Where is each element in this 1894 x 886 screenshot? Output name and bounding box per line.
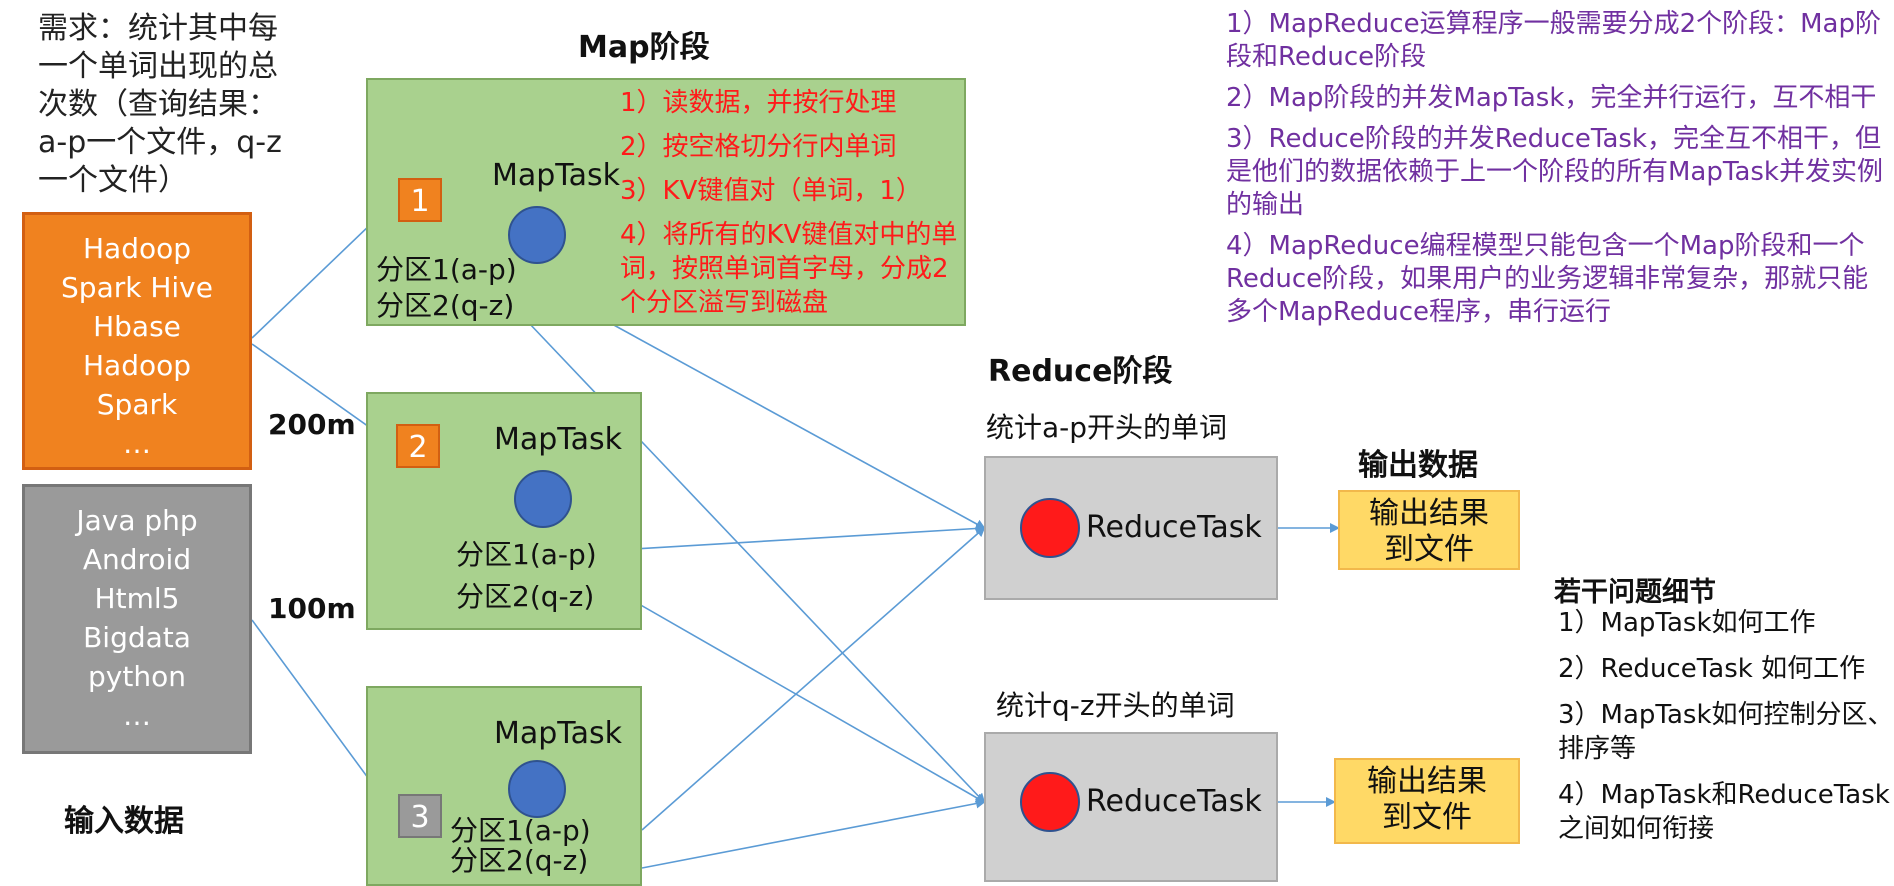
split-size-100m: 100m (268, 592, 356, 625)
requirement-text: 需求：统计其中每 一个单词出现的总 次数（查询结果： a-p一个文件，q-z 一… (38, 11, 282, 198)
reduce-label-2: ReduceTask (1086, 784, 1262, 819)
detail-item-4: 4）MapTask和ReduceTask之间如何衔接 (1558, 780, 1890, 844)
split-badge-2: 2 (396, 424, 440, 468)
note-2: 2）Map阶段的并发MapTask，完全并行运行，互不相干 (1226, 83, 1877, 113)
detail-item-2: 2）ReduceTask 如何工作 (1558, 654, 1866, 684)
notes-list: 1）MapReduce运算程序一般需要分成2个阶段：Map阶段和Reduce阶段… (1226, 8, 1886, 337)
reduce-label-1: ReduceTask (1086, 510, 1262, 545)
details-title: 若干问题细节 (1554, 577, 1716, 608)
split-badge-3: 3 (398, 794, 442, 838)
split-badge-1: 1 (398, 178, 442, 222)
maptask-node-2 (514, 470, 572, 528)
map-task-box-1 (366, 78, 966, 326)
map-step-2: 2）按空格切分行内单词 (620, 132, 897, 162)
detail-item-1: 1）MapTask如何工作 (1558, 608, 1816, 638)
input-block-2: Java php Android Html5 Bigdata python … (22, 484, 252, 754)
input-data-title: 输入数据 (64, 804, 184, 839)
output-file-box-1: 输出结果 到文件 (1338, 490, 1520, 570)
reduce-caption-1: 统计a-p开头的单词 (986, 411, 1228, 444)
note-4: 4）MapReduce编程模型只能包含一个Map阶段和一个Reduce阶段，如果… (1226, 231, 1869, 327)
maptask-label-2: MapTask (494, 422, 623, 457)
input-block-1: Hadoop Spark Hive Hbase Hadoop Spark … (22, 212, 252, 470)
reduce-stage-title: Reduce阶段 (988, 354, 1173, 389)
reduce-caption-2: 统计q-z开头的单词 (996, 689, 1235, 722)
map-step-1: 1）读数据，并按行处理 (620, 88, 897, 118)
split-size-200m: 200m (268, 408, 356, 441)
reduce-node-2 (1020, 772, 1080, 832)
arrow-map3-p1-to-reduce1 (641, 526, 986, 831)
maptask-node-1 (508, 206, 566, 264)
arrow-map3-p2-to-reduce2 (641, 798, 986, 869)
map-step-3: 3）KV键值对（单词，1） (620, 176, 922, 206)
map-stage-title: Map阶段 (578, 30, 710, 65)
maptask-label-3: MapTask (494, 716, 623, 751)
detail-item-3: 3）MapTask如何控制分区、排序等 (1558, 700, 1894, 764)
note-3: 3）Reduce阶段的并发ReduceTask，完全互不相干，但是他们的数据依赖… (1226, 124, 1883, 220)
map-step-4: 4）将所有的KV键值对中的单词，按照单词首字母，分成2个分区溢写到磁盘 (620, 220, 958, 318)
maptask-node-3 (508, 760, 566, 818)
maptask-partitions-3: 分区1(a-p) 分区2(q-z) (450, 814, 591, 877)
maptask-label-1: MapTask (492, 158, 621, 193)
maptask-partitions-2: 分区1(a-p) 分区2(q-z) (456, 538, 597, 613)
reduce-node-1 (1020, 498, 1080, 558)
map-task-box-3 (366, 686, 642, 886)
output-file-box-2: 输出结果 到文件 (1334, 758, 1520, 844)
output-data-title: 输出数据 (1358, 448, 1478, 483)
maptask-partitions-1: 分区1(a-p) 分区2(q-z) (376, 253, 517, 322)
arrow-map2-p1-to-reduce1 (617, 523, 986, 551)
note-1: 1）MapReduce运算程序一般需要分成2个阶段：Map阶段和Reduce阶段 (1226, 9, 1881, 72)
map-steps-list: 1）读数据，并按行处理 2）按空格切分行内单词 3）KV键值对（单词，1） 4）… (620, 86, 970, 330)
arrow-map2-p2-to-reduce2 (617, 591, 986, 803)
details-list: 1）MapTask如何工作 2）ReduceTask 如何工作 3）MapTas… (1558, 606, 1894, 858)
